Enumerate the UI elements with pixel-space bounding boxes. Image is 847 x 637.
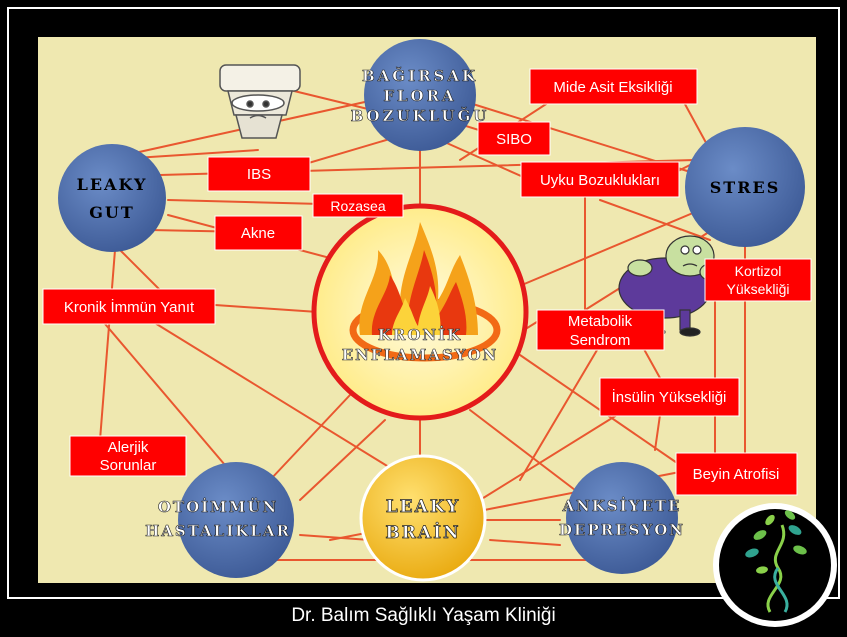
box-label: SIBO xyxy=(496,131,532,148)
box-label: IBS xyxy=(247,166,271,183)
box-label: Beyin Atrofisi xyxy=(693,466,780,483)
text-line: Uyku Bozuklukları xyxy=(540,172,660,189)
text-line: BRAİN xyxy=(385,522,460,543)
node-stres: STRES xyxy=(685,127,805,247)
node-label: BAĞIRSAK FLORA BOZUKLUĞU xyxy=(351,67,490,125)
text-line: LEAKY xyxy=(386,497,461,517)
text-line: OTOİMMÜN xyxy=(158,497,278,516)
text-line: Akne xyxy=(241,225,275,242)
text-line: FLORA xyxy=(383,87,456,105)
text-line: Kronik İmmün Yanıt xyxy=(64,298,195,316)
node-anksiyete: ANKSİYETE DEPRESYON xyxy=(559,462,685,574)
text-line: Metabolik xyxy=(568,313,633,330)
text-line: ENFLAMASYON xyxy=(342,346,499,364)
box-label: Rozasea xyxy=(330,198,385,214)
node-label: LEAKY GUT xyxy=(77,175,148,222)
box-label: Kronik İmmün Yanıt xyxy=(64,298,195,316)
box-label: Mide Asit Eksikliği xyxy=(553,79,672,96)
box-kronik-immun: Kronik İmmün Yanıt xyxy=(42,288,216,325)
box-rozasea: Rozasea xyxy=(312,193,404,218)
footer-title: Dr. Balım Sağlıklı Yaşam Kliniği xyxy=(291,605,556,626)
text-line: IBS xyxy=(247,166,271,183)
text-line: ANKSİYETE xyxy=(562,496,682,515)
text-line: Yüksekliği xyxy=(726,281,789,297)
toilet-icon xyxy=(219,64,301,139)
text-line: Kortizol xyxy=(735,263,782,279)
clinic-logo xyxy=(713,503,837,627)
text-line: HASTALIKLAR xyxy=(145,522,291,540)
center-label: KRONİK ENFLAMASYON xyxy=(342,325,499,364)
text-line: KRONİK xyxy=(378,325,462,344)
box-uyku: Uyku Bozuklukları xyxy=(520,161,680,198)
box-label: İnsülin Yüksekliği xyxy=(612,388,727,406)
text-line: STRES xyxy=(710,178,781,197)
text-line: Mide Asit Eksikliği xyxy=(553,79,672,96)
node-label: ANKSİYETE DEPRESYON xyxy=(559,496,685,539)
flame-icon xyxy=(349,222,501,362)
node-circle xyxy=(58,144,166,252)
text-line: LEAKY xyxy=(77,175,148,194)
text-line: Beyin Atrofisi xyxy=(693,466,780,483)
node-leaky-brain: LEAKY BRAİN xyxy=(359,454,487,582)
text-line: Sorunlar xyxy=(100,457,157,474)
node-label: STRES xyxy=(710,178,781,197)
box-mide-asit: Mide Asit Eksikliği xyxy=(529,68,698,105)
text-line: SIBO xyxy=(496,131,532,148)
tree-dna-icon xyxy=(745,510,807,613)
box-ibs: IBS xyxy=(207,156,311,192)
center-node-kronik-enflamasyon: KRONİK ENFLAMASYON xyxy=(311,203,529,421)
node-otoimmun: OTOİMMÜN HASTALIKLAR xyxy=(145,462,294,578)
node-circle xyxy=(178,462,294,578)
node-circle xyxy=(364,39,476,151)
box-label: Akne xyxy=(241,225,275,242)
text-line: Sendrom xyxy=(570,332,631,349)
node-bagirsak-flora: BAĞIRSAK FLORA BOZUKLUĞU xyxy=(350,39,490,151)
node-label: LEAKY BRAİN xyxy=(385,497,460,543)
node-circle xyxy=(685,127,805,247)
box-beyin-atrofisi: Beyin Atrofisi xyxy=(675,452,798,496)
node-circle xyxy=(359,454,487,582)
box-insulin: İnsülin Yüksekliği xyxy=(599,377,740,417)
text-line: BOZUKLUĞU xyxy=(351,107,490,125)
box-label: Uyku Bozuklukları xyxy=(540,172,660,189)
text-line: Alerjik xyxy=(108,439,149,456)
text-line: Rozasea xyxy=(330,198,385,214)
node-circle xyxy=(566,462,678,574)
node-leaky-gut: LEAKY GUT xyxy=(58,144,166,252)
node-label: OTOİMMÜN HASTALIKLAR xyxy=(145,497,291,540)
text-line: İnsülin Yüksekliği xyxy=(612,388,727,406)
text-line: BAĞIRSAK xyxy=(362,67,478,85)
box-sibo: SIBO xyxy=(477,121,551,156)
text-line: DEPRESYON xyxy=(559,521,685,539)
box-akne: Akne xyxy=(214,215,303,251)
text-line: GUT xyxy=(89,203,135,222)
